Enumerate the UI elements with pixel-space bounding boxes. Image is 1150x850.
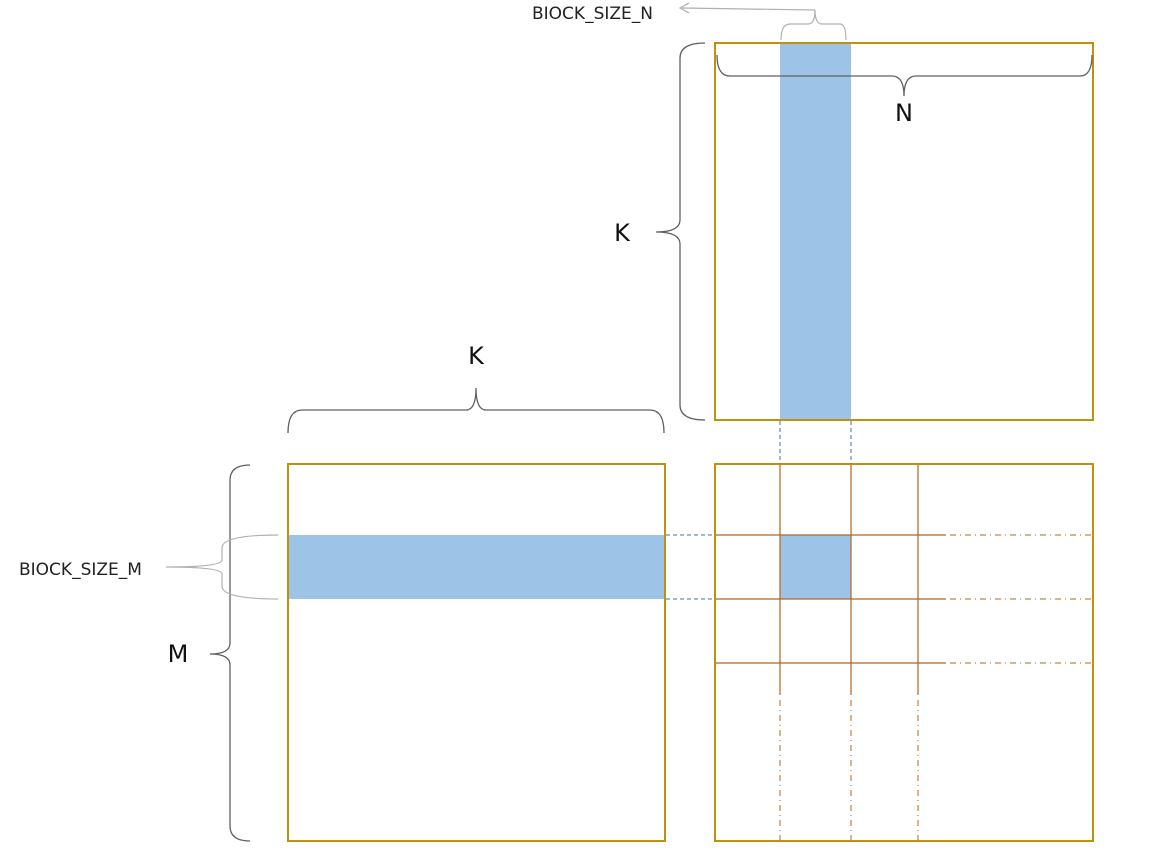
projection-guides xyxy=(666,421,852,600)
matrix-c-border xyxy=(714,463,1094,842)
block-size-n-label: BIOCK_SIZE_N xyxy=(532,4,653,24)
block-size-m-label: BIOCK_SIZE_M xyxy=(19,560,142,580)
k-brace-vertical xyxy=(655,42,706,421)
m-label: M xyxy=(168,640,189,668)
matrix-b-column-block xyxy=(780,43,851,420)
matrix-b-border xyxy=(714,42,1094,421)
matrix-b xyxy=(714,42,1094,421)
k-brace-horizontal xyxy=(287,387,665,434)
n-brace xyxy=(716,54,1093,97)
matrix-a xyxy=(287,463,666,842)
block-size-m-brace xyxy=(165,534,279,600)
n-label: N xyxy=(895,99,913,127)
matrix-a-border xyxy=(287,463,666,842)
k-label-horizontal: K xyxy=(468,342,485,370)
m-brace xyxy=(209,464,251,842)
block-size-n-brace xyxy=(780,9,847,41)
matrix-c xyxy=(714,463,1094,842)
matrix-a-row-block xyxy=(288,535,665,599)
k-label-vertical: K xyxy=(614,219,631,247)
matrix-c-highlight-tile xyxy=(780,535,851,599)
block-size-n-arrow xyxy=(681,7,816,11)
block-size-n-arrowhead xyxy=(678,2,690,14)
